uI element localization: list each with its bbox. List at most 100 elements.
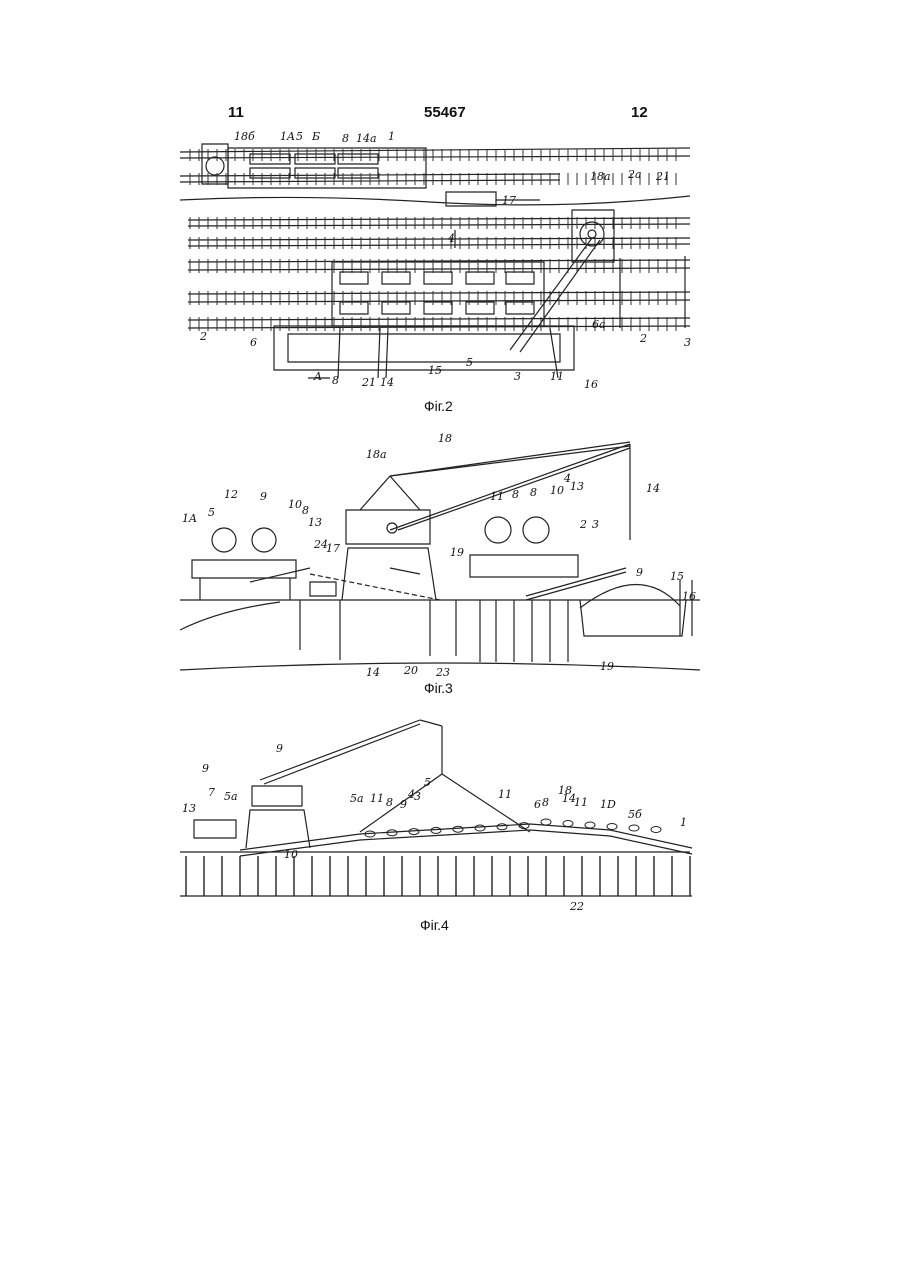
trolley (340, 302, 368, 314)
chute-left (250, 568, 310, 582)
figure-4-label: 22 (569, 900, 584, 913)
chute-right (526, 568, 626, 596)
patent-number: 55467 (424, 104, 466, 121)
trolley (466, 272, 494, 284)
crane-wheel-left (206, 157, 224, 175)
trolley-top (338, 154, 378, 164)
figure-3-label: 13 (570, 480, 584, 493)
figure-2-label: 3 (684, 336, 691, 349)
figure-2-label: 11 (550, 370, 564, 383)
figure-4-svg: 991375a105a118943511681814111D5б122 (180, 710, 700, 915)
figure-4-label: 5a (224, 790, 238, 803)
chain-link (497, 824, 507, 830)
figure-2-label: 14 (380, 376, 394, 389)
trolley-top (250, 168, 290, 178)
figure-2-label: 14a (356, 132, 377, 145)
figure-3-label: 3 (592, 518, 599, 531)
figure-4-label: 5a (350, 792, 364, 805)
figure-2-label: 18б (234, 130, 255, 143)
figure-2-label: 8 (342, 132, 349, 145)
trolley (466, 302, 494, 314)
figure-4-label: 13 (182, 802, 196, 815)
figure-2-label: A (313, 370, 322, 383)
figure-3-label: 12 (224, 488, 238, 501)
figure-3-label: 20 (403, 664, 418, 677)
basin-outer (274, 326, 574, 370)
figure-3-label: 1A (182, 512, 197, 525)
figure-2-label: 2 (639, 332, 647, 345)
figure-3-label: 9 (636, 566, 643, 579)
figure-3-label: 19 (600, 660, 614, 673)
figure-3-label: 8 (530, 486, 537, 499)
figure-3-label: 10 (550, 484, 564, 497)
chain-link (651, 827, 661, 833)
trolley (424, 302, 452, 314)
figure-3-label: 2 (579, 518, 587, 531)
figure-3-label: 18a (366, 448, 387, 461)
bin-13 (194, 820, 236, 838)
trolley (506, 272, 534, 284)
figure-2-label: 6a (592, 318, 606, 331)
figure-2-label: 5 (296, 130, 303, 143)
hopper-right (523, 517, 549, 543)
figure-2-label: 17 (502, 194, 516, 207)
figure-2-label: 8 (332, 374, 339, 387)
figure-4-label: 5 (424, 776, 431, 789)
figure-2-label: 21 (361, 376, 376, 389)
figure-4-label: 8 (542, 796, 549, 809)
crane-boom (260, 720, 420, 780)
figure-2-label: 21 (655, 170, 670, 183)
hopper-left (212, 528, 236, 552)
chain-link (563, 821, 573, 827)
figure-4-label: 1 (680, 816, 687, 829)
figure-2-label: 4 (447, 232, 455, 245)
figure-4-label: 7 (208, 786, 215, 799)
figure-2-svg: 18б1A5Б814a118a2a21174266a23821141553111… (180, 128, 700, 390)
crane-portal (342, 548, 436, 600)
figure-3-label: 18 (438, 432, 452, 445)
trolley-top (295, 154, 335, 164)
figure-3-label: 11 (490, 490, 504, 503)
figure-3-label: 8 (512, 488, 519, 501)
crane-cab (252, 786, 302, 806)
figure-2-label: 6 (250, 336, 257, 349)
figure-3-label: 5 (208, 506, 215, 519)
figure-3-drawing: 1818a1A512910813241719118810413231491516… (180, 430, 700, 678)
rail-middle (188, 218, 690, 220)
hopper-right (485, 517, 511, 543)
ground-slope (180, 602, 280, 630)
figure-2-label: 18a (590, 170, 611, 183)
trolley (340, 272, 368, 284)
figure-3-label: 10 (288, 498, 302, 511)
figure-4-label: 11 (370, 792, 384, 805)
rail-middle (188, 238, 690, 240)
dome-load (580, 584, 680, 608)
chain-link (541, 819, 551, 825)
figure-4-drawing: 991375a105a118943511681814111D5б122 (180, 710, 700, 915)
figure-3-label: 14 (366, 666, 380, 678)
trolley (382, 272, 410, 284)
trolley (506, 302, 534, 314)
figure-3-label: 13 (308, 516, 322, 529)
trolley-top (295, 168, 335, 178)
figure-2-label: 1 (388, 130, 395, 143)
ground-edge (180, 196, 690, 205)
figure-2-caption: Фіг.2 (424, 398, 453, 414)
figure-4-label: 9 (202, 762, 209, 775)
chain-link (453, 826, 463, 832)
figure-3-label: 9 (260, 490, 267, 503)
figure-4-label: 11 (498, 788, 512, 801)
rail-middle (188, 244, 690, 246)
figure-4-label: 1D (600, 798, 616, 811)
figure-3-label: 23 (435, 666, 450, 678)
chain-link (629, 825, 639, 831)
figure-2-label: 15 (428, 364, 442, 377)
figure-4-label: 8 (386, 796, 393, 809)
page-column-left-number: 11 (228, 104, 244, 121)
hopper-left (252, 528, 276, 552)
rail-middle (188, 224, 690, 226)
chain-link (475, 825, 485, 831)
figure-2-drawing: 18б1A5Б814a118a2a21174266a23821141553111… (180, 128, 700, 390)
figure-4-label: 9 (400, 798, 407, 811)
chain-link (585, 822, 595, 828)
